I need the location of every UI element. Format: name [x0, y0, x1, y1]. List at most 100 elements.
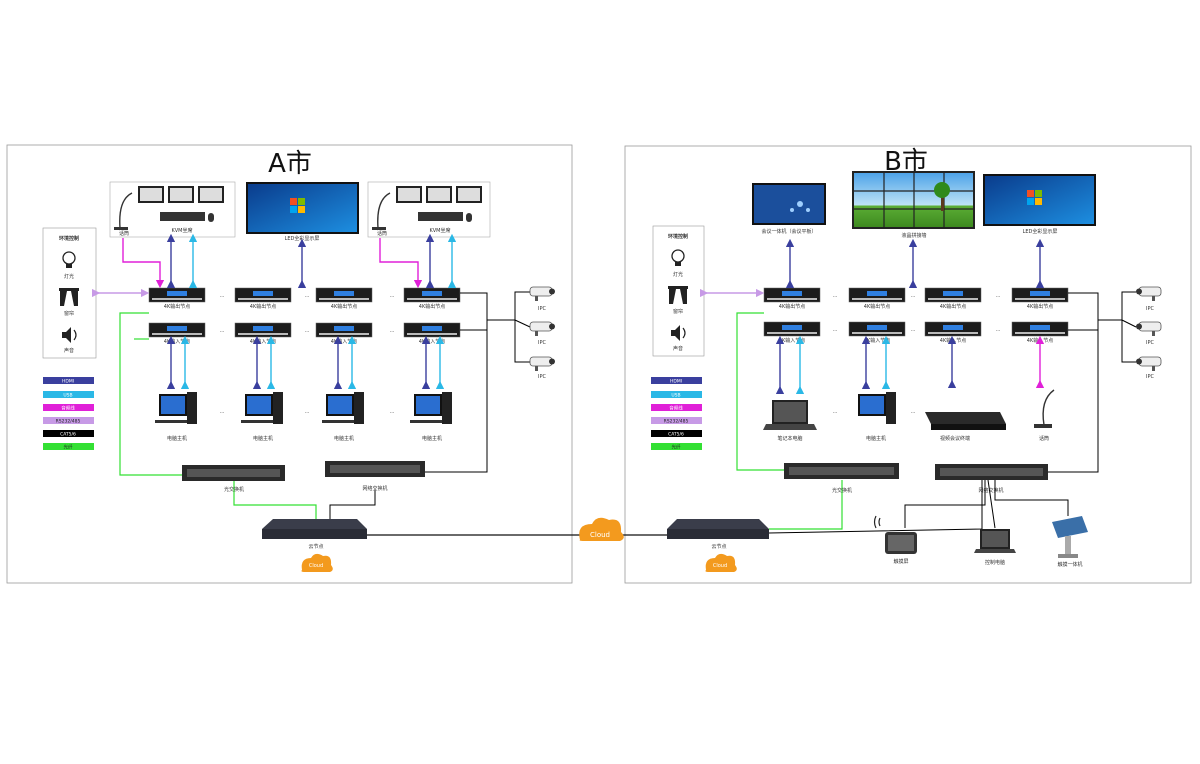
cat-link	[904, 480, 986, 528]
ipc-camera-icon	[1136, 356, 1162, 371]
network-switch-b: 网络交换机	[935, 464, 1048, 494]
ellipsis: ···	[390, 329, 395, 335]
mic-device: 话筒	[1034, 389, 1055, 442]
legend-cat: CAT5/6	[668, 432, 684, 438]
cat-link	[1098, 291, 1137, 363]
curtain-icon	[59, 288, 79, 306]
ipc-label: IPC	[1146, 306, 1154, 312]
cloud-node-a: 云节点	[262, 519, 367, 550]
legend-audio: 音频线	[669, 405, 683, 412]
laptop-label: 笔记本电脑	[777, 435, 802, 442]
legend-rs232: RS232/485	[56, 419, 81, 425]
kvm-seat-label: KVM坐席	[171, 227, 192, 234]
kvm-seat-right: 话筒 KVM坐席	[367, 181, 491, 238]
pc-tower: 电脑主机	[241, 392, 283, 442]
ellipsis: ···	[911, 410, 916, 416]
touch-kiosk-label: 触摸一体机	[1057, 561, 1082, 568]
node-label: 4K输出节点	[331, 303, 357, 310]
env-item-curtain: 窗帘	[673, 308, 683, 315]
ellipsis: ···	[833, 328, 838, 334]
node-label: 4K输入节点	[331, 338, 357, 345]
cloud-icon: Cloud	[579, 517, 624, 541]
node-label: 4K输入节点	[164, 338, 190, 345]
led-screen-b: LED全彩显示屏	[983, 174, 1096, 235]
env-item-light: 灯光	[64, 273, 74, 280]
video-terminal-label: 视频会议终端	[940, 435, 970, 442]
env-panel-b: 环境控制 灯光 窗帘 声音	[652, 225, 705, 357]
env-item-sound: 声音	[64, 347, 74, 354]
ipc-label: IPC	[1146, 340, 1154, 346]
node-label: 4K输出节点	[864, 303, 890, 310]
pc-tower: 电脑主机	[858, 392, 896, 442]
mic-label: 话筒	[119, 230, 129, 237]
ipc-label: IPC	[538, 374, 546, 380]
cloud-node-label: 云节点	[711, 544, 726, 550]
control-pc-device: 控制电脑	[974, 529, 1016, 566]
speaker-icon	[671, 325, 686, 341]
conference-panel: 会议一体机（会议平板）	[752, 183, 826, 235]
node-label: 4K输入节点	[940, 337, 966, 344]
kvm-seat-label: KVM坐席	[429, 227, 450, 234]
cloud-icon: Cloud	[705, 553, 737, 572]
node-label: 4K输出节点	[250, 303, 276, 310]
touch-screen-label: 触摸屏	[893, 558, 908, 565]
lcd-video-wall: 液晶拼接墙	[852, 171, 975, 239]
node-label: 4K输出节点	[940, 303, 966, 310]
ellipsis: ···	[996, 294, 1001, 300]
pc-label: 电脑主机	[253, 435, 273, 442]
optical-switch-label: 光交换机	[224, 486, 244, 493]
control-pc-label: 控制电脑	[985, 559, 1005, 566]
audio-link	[122, 238, 165, 289]
ellipsis: ···	[911, 294, 916, 300]
conf-panel-label: 会议一体机（会议平板）	[761, 228, 816, 235]
av-node: 4K输出节点	[315, 287, 373, 310]
env-item-curtain: 窗帘	[64, 310, 74, 317]
legend-cat: CAT5/6	[60, 432, 76, 438]
node-label: 4K输出节点	[779, 303, 805, 310]
node-grid-a: 4K输出节点4K输入节点4K输出节点4K输入节点4K输出节点4K输入节点4K输出…	[91, 233, 531, 519]
fiber-link	[736, 312, 784, 471]
optical-switch-a: 光交换机	[182, 465, 285, 493]
pc-label: 电脑主机	[422, 435, 442, 442]
env-panel-title: 环境控制	[668, 233, 688, 240]
pc-label: 电脑主机	[167, 435, 187, 442]
legend-hdmi: HDMI	[62, 379, 74, 385]
ellipsis: ···	[305, 294, 310, 300]
ellipsis: ···	[390, 294, 395, 300]
node-label: 4K输出节点	[1027, 303, 1053, 310]
cat-link	[987, 479, 996, 529]
ipc-camera-icon	[1136, 286, 1162, 301]
legend-rs232: RS232/485	[664, 419, 689, 425]
cloud-node-label: 云节点	[308, 544, 323, 550]
cloud-label: Cloud	[309, 563, 323, 569]
laptop-device: 笔记本电脑	[763, 400, 817, 442]
pc-tower: 电脑主机	[410, 392, 452, 442]
touch-kiosk-device: 触摸一体机	[1052, 516, 1088, 568]
network-switch-label: 网络交换机	[362, 485, 387, 492]
av-node: 4K输入节点	[315, 322, 373, 345]
city-a-title: A市	[268, 149, 312, 179]
legend-hdmi: HDMI	[670, 379, 682, 385]
led-screen-a-label: LED全彩显示屏	[285, 235, 320, 242]
ellipsis: ···	[305, 410, 310, 416]
legend-usb: USB	[671, 393, 680, 399]
ellipsis: ···	[996, 328, 1001, 334]
av-node: 4K输出节点	[1011, 287, 1069, 310]
node-label: 4K输入节点	[864, 337, 890, 344]
ipc-group-a: IPC IPC IPC	[529, 286, 555, 380]
pc-tower: 电脑主机	[322, 392, 364, 442]
legend-a: HDMI USB 音频线 RS232/485 CAT5/6 光纤	[43, 377, 94, 451]
light-icon	[671, 249, 685, 266]
pc-label: 电脑主机	[334, 435, 354, 442]
legend-fiber: 光纤	[672, 444, 681, 451]
av-node: 4K输出节点	[403, 287, 461, 310]
fiber-link	[233, 481, 317, 519]
ellipsis: ···	[220, 294, 225, 300]
cat-link	[487, 291, 531, 363]
av-node: 4K输出节点	[924, 287, 982, 310]
env-item-light: 灯光	[673, 271, 683, 278]
led-screen-b-label: LED全彩显示屏	[1023, 228, 1058, 235]
speaker-icon	[62, 327, 77, 343]
pc-tower: 电脑主机	[155, 392, 197, 442]
av-node: 4K输入节点	[848, 321, 906, 344]
